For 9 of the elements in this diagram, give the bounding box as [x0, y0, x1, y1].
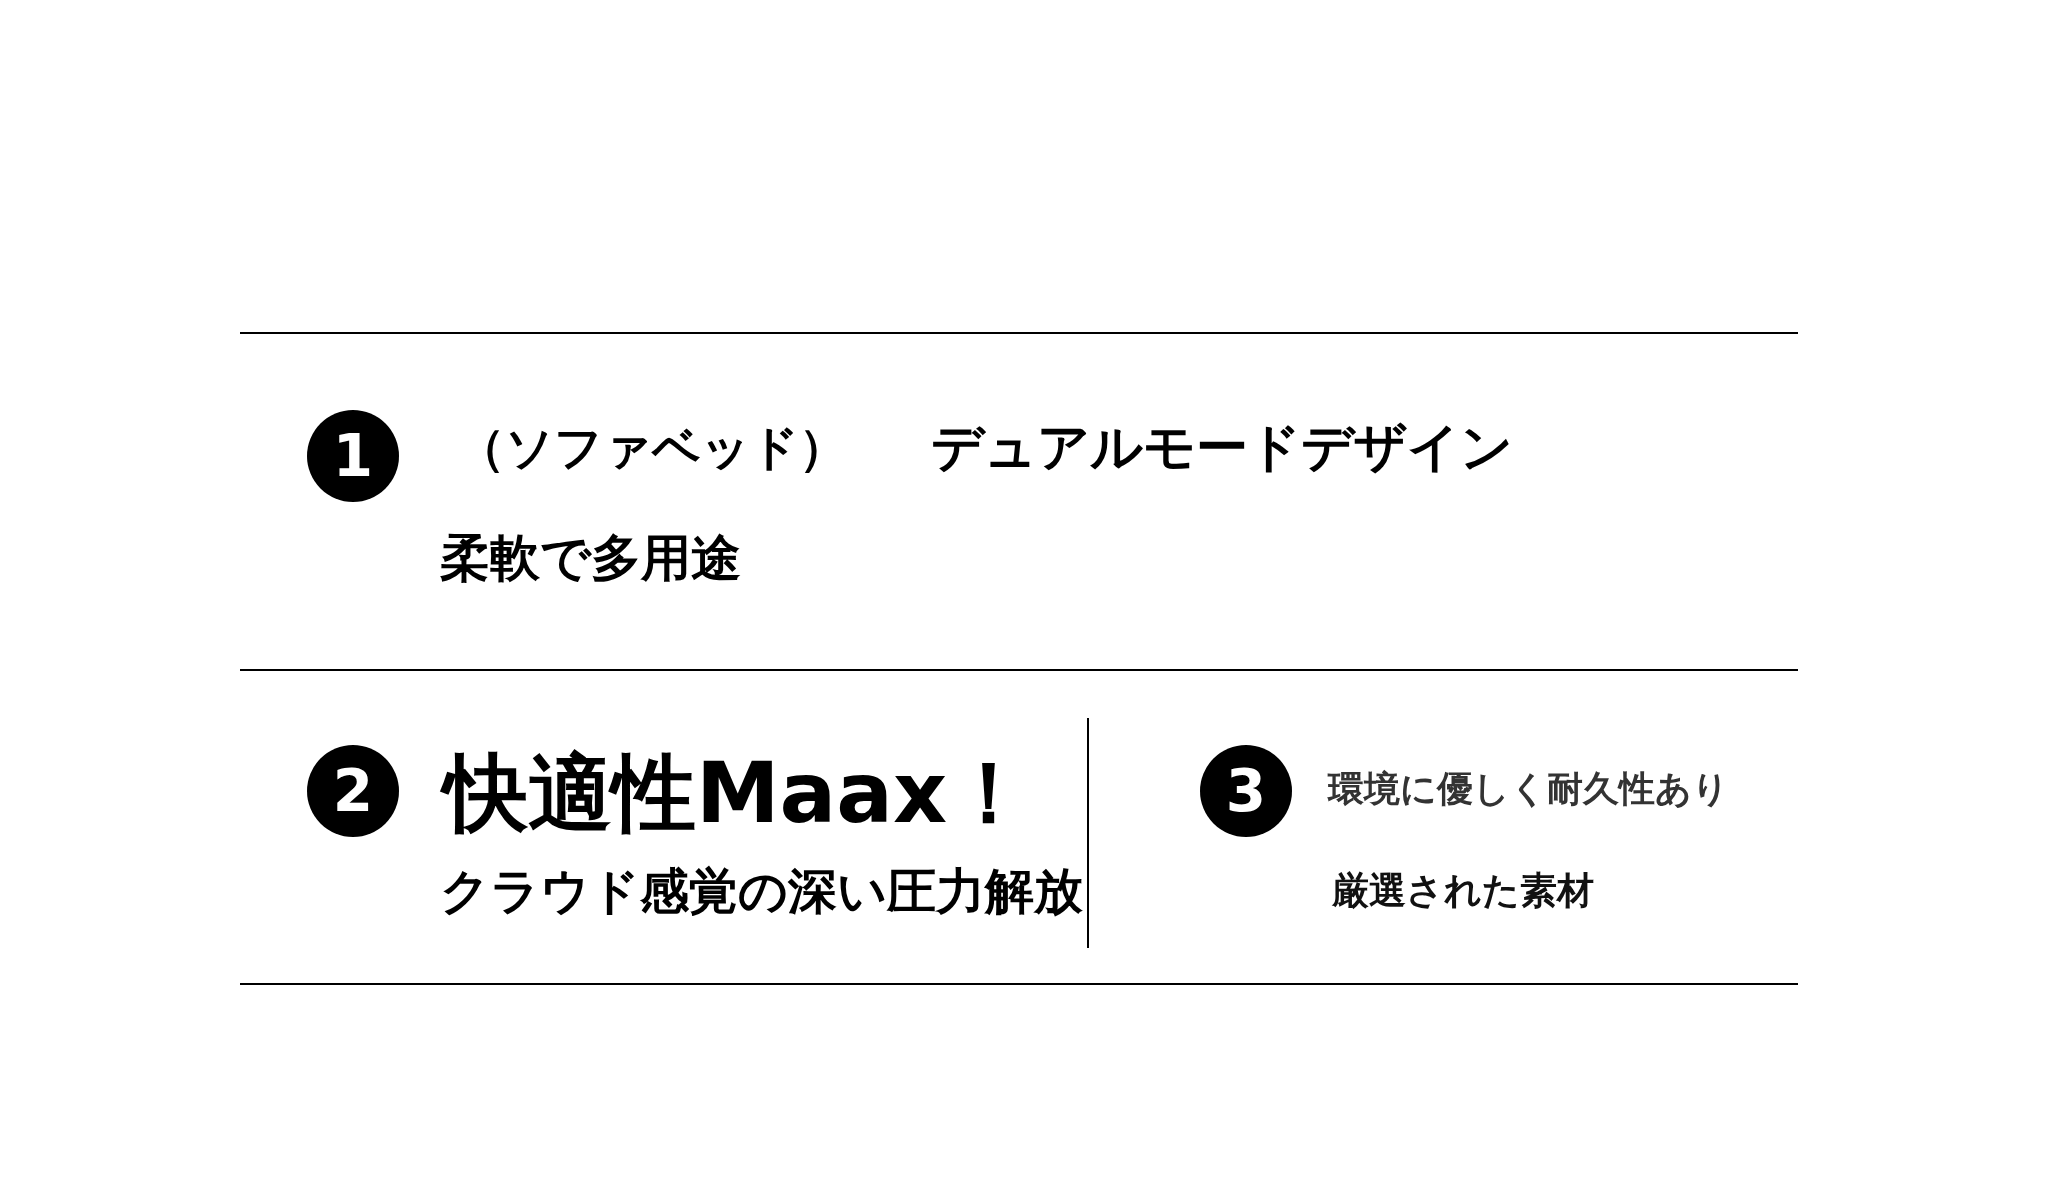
heading-text: （ソファベッド）: [457, 420, 847, 476]
step-number: 3: [1200, 745, 1292, 837]
heading-text: デュアルモードデザイン: [931, 418, 1513, 478]
step-number: 2: [307, 745, 399, 837]
step-number: 1: [307, 410, 399, 502]
feature-text: クラウド感覚の深い圧力解放: [440, 863, 1083, 921]
feature-text: 柔軟で多用途: [440, 530, 741, 588]
feature-text: 厳選された素材: [1332, 869, 1594, 913]
feature-text: 環境に優しく耐久性あり: [1328, 768, 1729, 810]
